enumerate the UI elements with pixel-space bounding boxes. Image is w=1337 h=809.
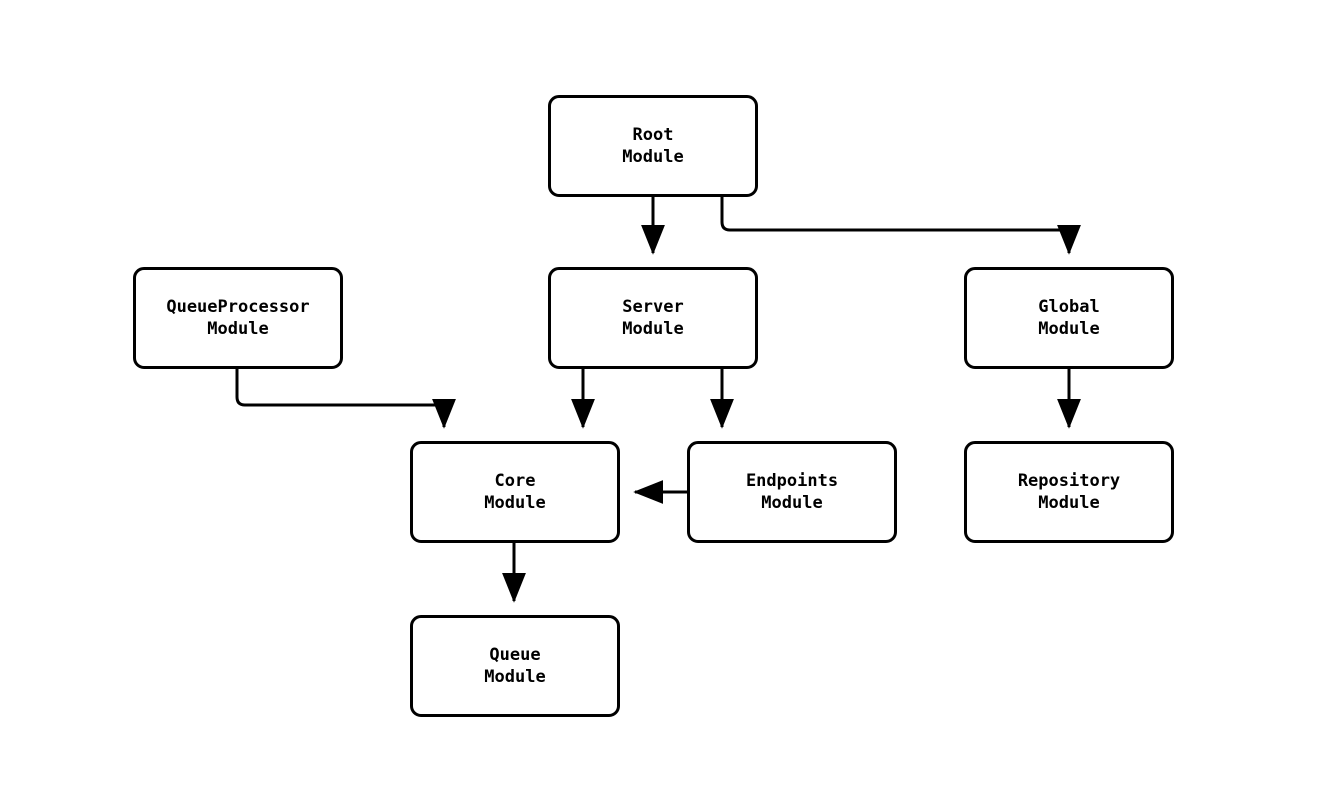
node-server-module-line2: Module	[622, 319, 684, 339]
node-queue-module-line2: Module	[484, 667, 546, 687]
node-repository-module[interactable]: Repository Module	[964, 441, 1174, 543]
node-global-module-line2: Module	[1038, 319, 1100, 339]
node-queueprocessor-module-line1: QueueProcessor	[166, 297, 310, 317]
node-core-module-line1: Core	[494, 471, 536, 491]
node-queue-module[interactable]: Queue Module	[410, 615, 620, 717]
node-repository-module-line2: Module	[1038, 493, 1100, 513]
node-queueprocessor-module-line2: Module	[207, 319, 269, 339]
node-core-module[interactable]: Core Module	[410, 441, 620, 543]
node-queueprocessor-module[interactable]: QueueProcessor Module	[133, 267, 343, 369]
node-global-module-line1: Global	[1038, 297, 1100, 317]
edge-queueprocessor-to-core	[235, 369, 456, 429]
node-server-module[interactable]: Server Module	[548, 267, 758, 369]
node-root-module-line2: Module	[622, 147, 684, 167]
node-endpoints-module-line1: Endpoints	[745, 471, 839, 491]
node-server-module-line1: Server	[622, 297, 684, 317]
node-endpoints-module-line2: Module	[761, 493, 823, 513]
node-core-module-line2: Module	[484, 493, 546, 513]
node-endpoints-module[interactable]: Endpoints Module	[687, 441, 897, 543]
node-queue-module-line1: Queue	[489, 645, 541, 665]
node-root-module-line1: Root	[632, 125, 674, 145]
node-global-module[interactable]: Global Module	[964, 267, 1174, 369]
node-repository-module-line1: Repository	[1017, 471, 1121, 491]
node-root-module[interactable]: Root Module	[548, 95, 758, 197]
edge-root-to-global	[720, 197, 1081, 255]
